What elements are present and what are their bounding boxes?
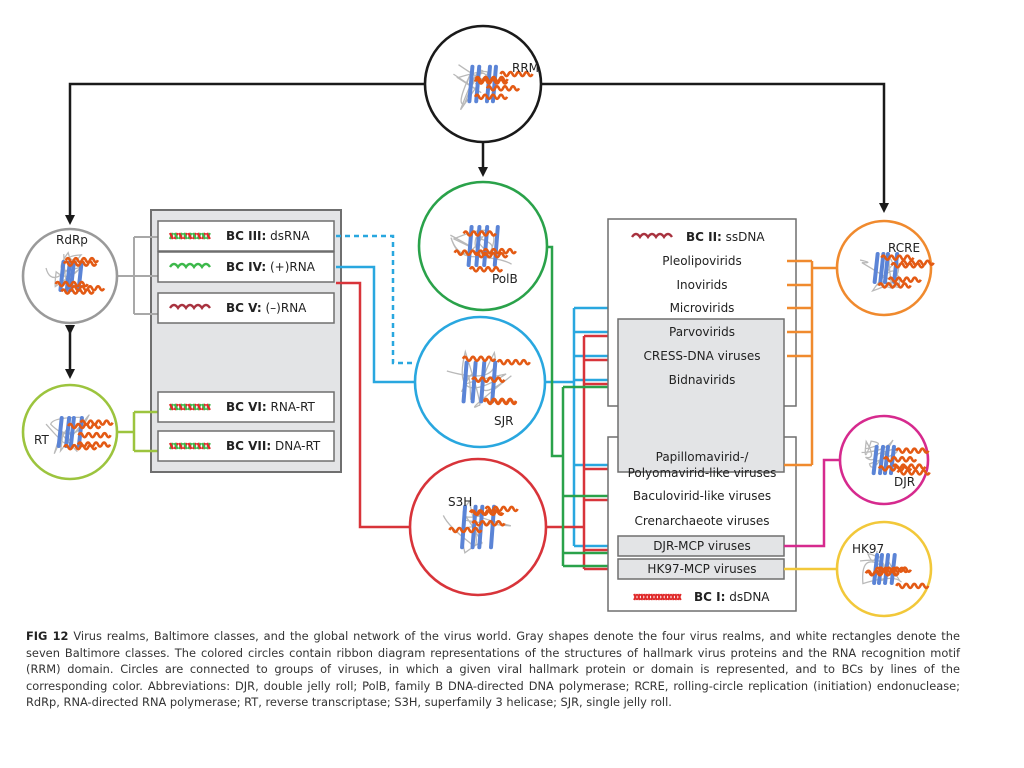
maroon-wave-glyph-icon [169, 303, 211, 311]
virus-group-label: Inovirids [676, 278, 727, 292]
virus-group-label: Bidnavirids [669, 373, 736, 387]
sjr-to-bc3-dashed [336, 234, 414, 365]
s3h-label: S3H [448, 495, 472, 509]
rt-protein-circle: RT [21, 383, 119, 481]
djr-ribbon-structure-icon [861, 439, 931, 476]
hk97-protein-circle: HK97 [835, 520, 933, 618]
s3h-to-bc4-line [336, 281, 410, 529]
rrm-to-rcre-line [542, 82, 889, 213]
s3h-ribbon-structure-icon [442, 500, 519, 554]
baltimore-class-box: BC VII: DNA-RT [157, 430, 335, 462]
rrm-protein-circle: RRM [423, 24, 543, 144]
virus-group-label: Polyomavirid-like viruses [628, 466, 777, 480]
polb-label: PolB [492, 272, 518, 286]
s3h-protein-circle: S3H [408, 457, 548, 597]
figure-number: FIG 12 [26, 629, 69, 643]
rcre-protein-circle: RCRE [835, 219, 935, 317]
caption-text: Virus realms, Baltimore classes, and the… [26, 629, 961, 709]
rcre-ribbon-structure-icon [859, 252, 935, 292]
virus-group-label: Crenarchaeote viruses [634, 514, 769, 528]
polb-protein-circle: PolB [417, 180, 549, 312]
rcre-label: RCRE [888, 241, 920, 255]
double-helix-glyph-icon [168, 232, 211, 240]
baltimore-class-box: BC IV: (+)RNA [157, 251, 335, 283]
baltimore-class-list-rna: BC III: dsRNA BC IV: (+)RNA BC V: (–)RNA BC… [157, 220, 335, 462]
baltimore-class-box: BC VI: RNA-RT [157, 391, 335, 423]
green-wave-glyph-icon [169, 262, 211, 270]
rt-connectors [118, 410, 158, 453]
virus-group-label: Baculovirid-like viruses [633, 489, 771, 503]
double-helix-glyph-icon [168, 403, 211, 411]
djr-connector [784, 458, 840, 548]
virus-group-label: DJR-MCP viruses [653, 539, 751, 553]
sjr-to-bc4-line [336, 265, 414, 384]
virus-group-label: HK97-MCP viruses [647, 562, 756, 576]
baltimore-class-label: BC IV: (+)RNA [226, 260, 316, 274]
monodnaviria-realm-box [617, 318, 785, 473]
virus-group-label: CRESS-DNA viruses [644, 349, 761, 363]
virus-network-diagram: BC III: dsRNA BC IV: (+)RNA BC V: (–)RNA BC… [21, 24, 935, 618]
rdrp-connectors [118, 236, 158, 315]
figure-caption: FIG 12 Virus realms, Baltimore classes, … [26, 628, 960, 711]
djr-protein-circle: DJR [838, 414, 931, 506]
virus-group-label: Pleolipovirids [662, 254, 742, 268]
rrm-ribbon-structure-icon [453, 64, 534, 111]
double-helix-glyph-icon [168, 442, 211, 450]
sjr-ribbon-structure-icon [446, 349, 531, 408]
bc2-ssdna-label: BC II: ssDNA [686, 230, 765, 244]
sjr-protein-circle: SJR [413, 315, 547, 449]
rdrp-label: RdRp [56, 233, 88, 247]
rdrp-ribbon-structure-icon [45, 251, 106, 295]
rcre-connectors [784, 259, 838, 467]
virus-group-label: Papillomavirid-/ [656, 450, 750, 464]
maroon-wave-glyph-icon [631, 232, 673, 240]
rt-label: RT [34, 433, 49, 447]
baltimore-class-label: BC V: (–)RNA [226, 301, 307, 315]
rdrp-protein-circle: RdRp [21, 227, 119, 325]
dna-virus-group-list: BC II: ssDNA PleolipoviridsInoviridsMicro… [628, 230, 777, 604]
hk97-label: HK97 [852, 542, 884, 556]
rt-ribbon-structure-icon [45, 414, 114, 454]
baltimore-class-box: BC V: (–)RNA [157, 292, 335, 324]
rrm-to-rdrp-line [65, 82, 424, 225]
baltimore-class-label: BC VI: RNA-RT [226, 400, 316, 414]
virus-group-label: Parvovirids [669, 325, 735, 339]
sjr-label: SJR [494, 414, 514, 428]
polb-ribbon-structure-icon [450, 224, 517, 273]
red-helix-glyph-icon [633, 593, 682, 601]
baltimore-class-label: BC VII: DNA-RT [226, 439, 321, 453]
djr-label: DJR [894, 475, 915, 489]
rrm-label: RRM [512, 61, 539, 75]
polb-connectors [547, 245, 618, 568]
virus-group-label: Microvirids [670, 301, 735, 315]
baltimore-class-box: BC III: dsRNA [157, 220, 335, 252]
rrm-connectors [65, 82, 889, 379]
bc1-dsdna-label: BC I: dsDNA [694, 590, 770, 604]
baltimore-class-label: BC III: dsRNA [226, 229, 310, 243]
hk97-ribbon-structure-icon [859, 550, 930, 590]
